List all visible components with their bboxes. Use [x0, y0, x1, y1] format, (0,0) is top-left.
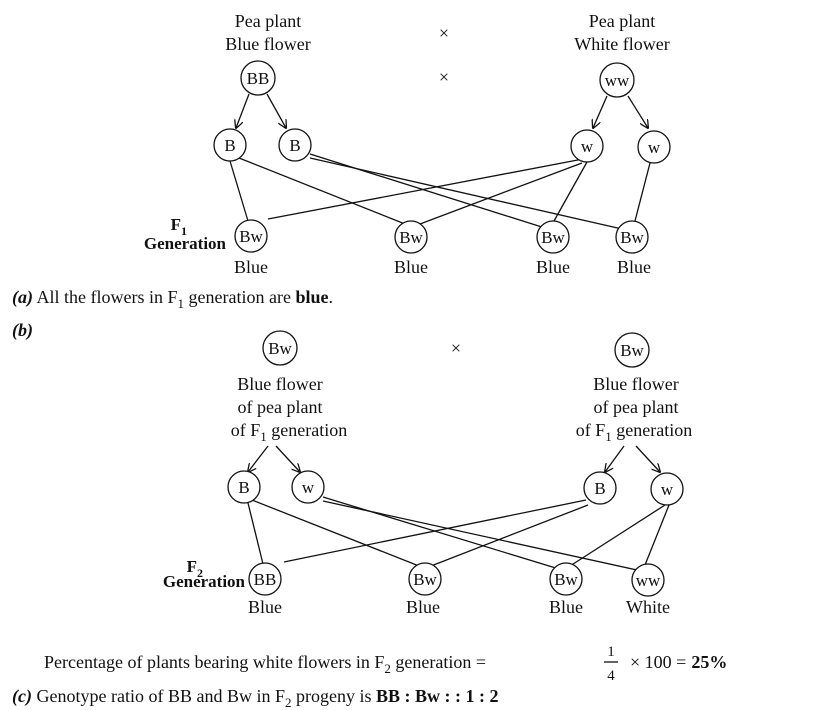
fraction-numerator: 1 — [607, 644, 615, 660]
part-b-marker: (b) — [12, 320, 33, 341]
gamete-arrow — [275, 445, 300, 472]
cross-line — [322, 496, 560, 570]
cross-line — [238, 157, 406, 225]
parent-right-label-line2: White flower — [574, 34, 669, 54]
cross-line — [322, 500, 638, 571]
cross-line — [251, 499, 420, 567]
genotype-label: Bw — [620, 228, 644, 247]
genotype-label: Bw — [399, 228, 423, 247]
generation-label-prefix: F1 — [171, 215, 187, 238]
parent-left-description-line1: Blue flower — [237, 374, 322, 394]
answer-c: (c) Genotype ratio of BB and Bw in F2 pr… — [12, 686, 498, 710]
gamete-label: w — [581, 137, 594, 156]
parent-node-right: ww — [599, 62, 635, 98]
gamete-node: B — [278, 128, 312, 162]
parent-right-description-line3: of F1 generation — [576, 420, 692, 444]
gamete-arrow — [248, 445, 269, 472]
percentage-statement: Percentage of plants bearing white flowe… — [44, 652, 486, 676]
cross-line — [569, 504, 666, 567]
cross-line — [229, 160, 249, 222]
cross-line — [634, 162, 651, 222]
phenotype-label: White — [626, 597, 670, 617]
phenotype-label: Blue — [406, 597, 440, 617]
phenotype-label: Blue — [248, 597, 282, 617]
offspring-node: Bw — [615, 220, 649, 254]
genotype-label: Bw — [268, 339, 292, 358]
phenotype-label: Blue — [549, 597, 583, 617]
cross-line — [430, 504, 589, 567]
genotype-label: BB — [247, 69, 270, 88]
genotype-label: Bw — [541, 228, 565, 247]
parent-node-right: Bw — [614, 332, 650, 368]
parent-node-left: BB — [240, 60, 276, 96]
phenotype-label: Blue — [617, 257, 651, 277]
offspring-node: ww — [631, 563, 665, 597]
cross-line — [419, 162, 583, 225]
gamete-arrow — [627, 95, 648, 128]
cross-symbol: × — [439, 23, 449, 43]
phenotype-label: Blue — [536, 257, 570, 277]
offspring-node: Bw — [536, 220, 570, 254]
parent-right-description-line1: Blue flower — [593, 374, 678, 394]
cross-symbol: × — [439, 67, 449, 87]
offspring-node: Bw — [394, 220, 428, 254]
parent-left-label-line1: Pea plant — [235, 11, 301, 31]
cross-line — [644, 504, 670, 566]
offspring-node: BB — [248, 562, 282, 596]
cross-line — [309, 157, 623, 230]
parent-right-description-line2: of pea plant — [594, 397, 679, 417]
phenotype-label: Blue — [234, 257, 268, 277]
gamete-label: B — [289, 136, 300, 155]
gamete-label: B — [224, 136, 235, 155]
fraction-denominator: 4 — [607, 668, 615, 684]
gamete-node: w — [570, 129, 604, 163]
cross-symbol: × — [451, 338, 461, 358]
gamete-node: B — [213, 128, 247, 162]
cross-line — [283, 499, 587, 563]
gamete-arrow — [593, 95, 608, 128]
gamete-arrow — [605, 445, 625, 472]
parent-node-left: Bw — [262, 330, 298, 366]
gamete-label: B — [594, 479, 605, 498]
parent-right-label-line1: Pea plant — [589, 11, 655, 31]
genotype-label: Bw — [239, 227, 263, 246]
genotype-label: ww — [605, 71, 630, 90]
genotype-label: BB — [254, 570, 277, 589]
generation-label-prefix: F2 — [187, 557, 203, 580]
generation-label-word: Generation — [163, 572, 246, 591]
gamete-label: B — [238, 478, 249, 497]
genotype-label: Bw — [413, 570, 437, 589]
cross-line — [553, 161, 588, 222]
gamete-node: w — [650, 472, 684, 506]
offspring-node: Bw — [549, 562, 583, 596]
gamete-label: w — [302, 478, 315, 497]
parent-left-label-line2: Blue flower — [225, 34, 310, 54]
gamete-label: w — [661, 480, 674, 499]
parent-left-description-line2: of pea plant — [238, 397, 323, 417]
genotype-label: Bw — [620, 341, 644, 360]
gamete-node: w — [291, 470, 325, 504]
cross-line — [247, 502, 264, 565]
cross-line — [309, 153, 546, 229]
gamete-arrow — [236, 93, 250, 128]
parent-left-description-line3: of F1 generation — [231, 420, 347, 444]
genotype-label: Bw — [554, 570, 578, 589]
generation-label-word: Generation — [144, 234, 227, 253]
gamete-node: w — [637, 130, 671, 164]
gamete-arrow — [635, 445, 660, 472]
gamete-arrow — [266, 93, 286, 128]
gamete-label: w — [648, 138, 661, 157]
gamete-node: B — [227, 470, 261, 504]
offspring-node: Bw — [408, 562, 442, 596]
offspring-node: Bw — [234, 219, 268, 253]
cross-line — [267, 158, 584, 220]
genotype-label: ww — [636, 571, 661, 590]
phenotype-label: Blue — [394, 257, 428, 277]
gamete-node: B — [583, 471, 617, 505]
answer-a: (a) All the flowers in F1 generation are… — [12, 287, 333, 311]
percentage-multiplier: × 100 =25% — [630, 652, 727, 672]
